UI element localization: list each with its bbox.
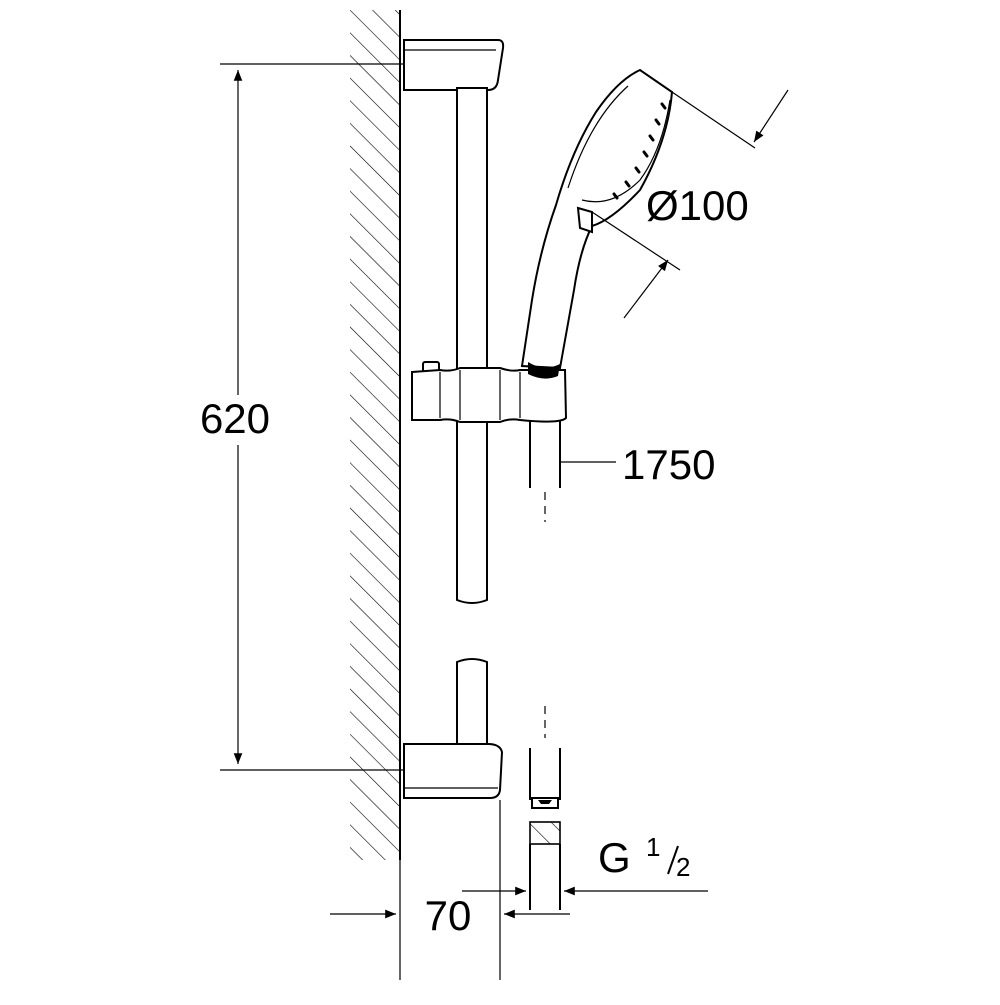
wall — [350, 10, 401, 860]
rail-lower — [456, 658, 488, 746]
hand-shower — [520, 68, 674, 379]
height-dimension — [220, 63, 404, 771]
thread-fraction-slash — [667, 845, 679, 875]
thread-numerator: 1 — [646, 832, 660, 862]
offset-label: 70 — [425, 892, 472, 939]
thread-denominator: 2 — [676, 852, 690, 882]
top-bracket — [403, 39, 505, 91]
hose-connection — [529, 706, 561, 910]
diameter-label: Ø100 — [646, 182, 749, 229]
rail-upper — [456, 87, 488, 604]
hose-length-label: 1750 — [622, 441, 715, 488]
bottom-bracket — [403, 743, 504, 799]
thread-g-label: G — [598, 834, 631, 881]
height-label: 620 — [200, 395, 270, 442]
diameter-dimension — [591, 89, 789, 319]
offset-dimension — [330, 800, 570, 980]
slider-holder — [411, 361, 568, 423]
hose-upper — [529, 420, 616, 522]
